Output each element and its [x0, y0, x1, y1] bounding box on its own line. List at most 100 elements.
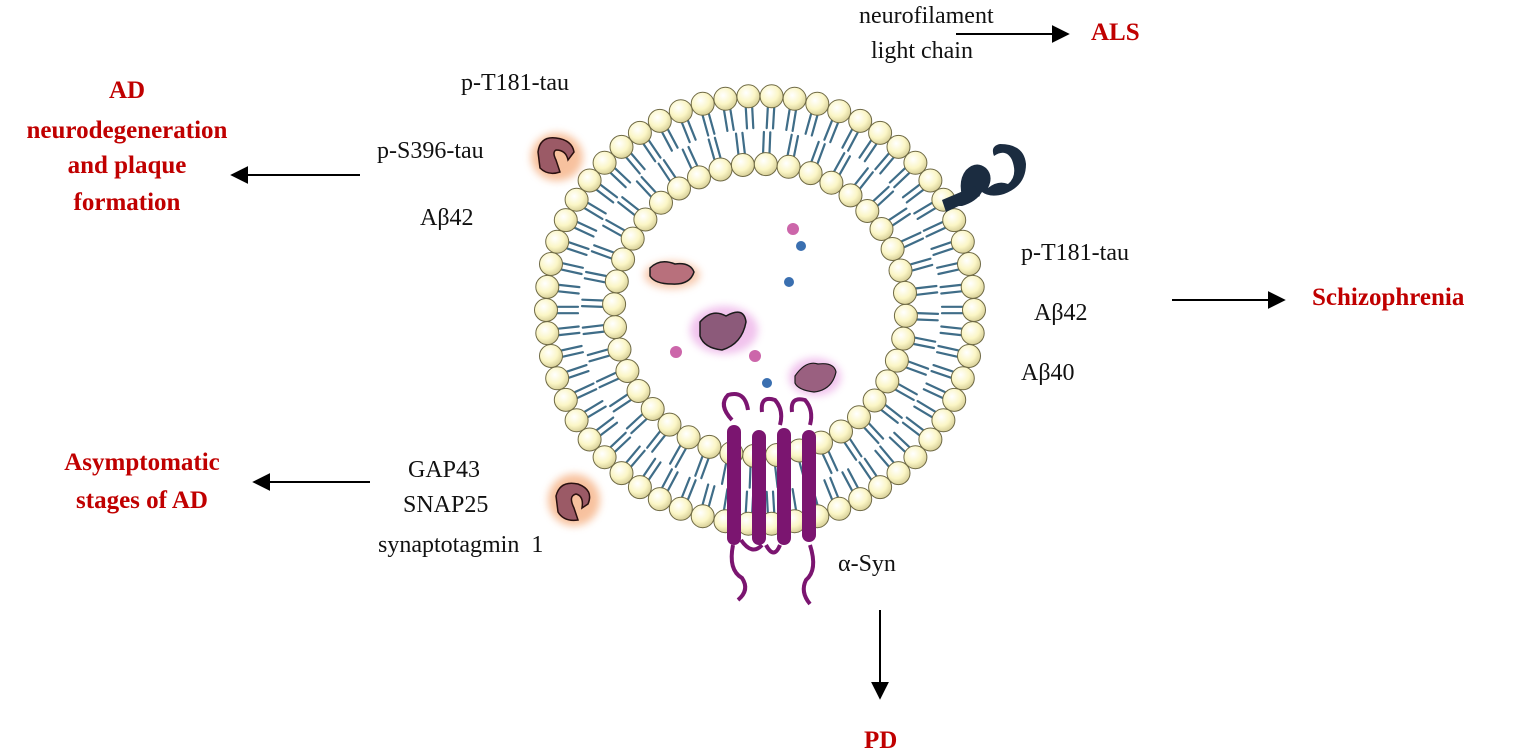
lipid-head: [827, 99, 852, 124]
lipid-tail: [583, 400, 607, 419]
lipid-head: [886, 461, 911, 486]
lipid-tail: [609, 431, 632, 453]
lipid-tail: [590, 244, 615, 260]
lipid-tail: [909, 257, 934, 272]
lipid-tail: [786, 133, 800, 158]
lipid-head: [553, 387, 578, 412]
lipid-head: [855, 199, 880, 223]
label-abeta40-right: Aβ40: [1021, 360, 1075, 386]
lipid-tail: [681, 119, 697, 144]
lipid-tail: [642, 457, 662, 481]
molecule-icon: [762, 378, 772, 388]
lipid-tail: [661, 128, 679, 152]
label-neurofilament-line1: neurofilament: [859, 3, 994, 29]
lipid-head: [668, 99, 693, 124]
lipid-head: [875, 369, 900, 394]
molecule-icon: [796, 241, 806, 251]
lipid-tail: [936, 344, 960, 358]
lipid-head: [848, 108, 873, 133]
lipid-head: [687, 165, 711, 190]
lipid-head: [640, 397, 665, 421]
lipid-tail: [635, 175, 657, 198]
lipid-tail: [583, 201, 607, 220]
lipid-tail: [573, 382, 598, 399]
disease-asymptomatic-line2: stages of AD: [76, 487, 208, 514]
lipid-head: [862, 388, 887, 413]
label-gap43: GAP43: [408, 457, 480, 483]
lipid-tail: [625, 413, 648, 435]
lipid-head: [884, 348, 909, 373]
lipid-tail: [939, 283, 963, 295]
lipid-head: [847, 405, 871, 430]
lipid-head: [957, 344, 981, 368]
lipid-head: [657, 412, 682, 437]
lipid-tail: [912, 336, 937, 350]
lipid-head: [611, 247, 636, 272]
lipid-tail: [765, 490, 776, 514]
lipid-tail: [888, 431, 911, 453]
lipid-head: [880, 237, 905, 261]
lipid-tail: [843, 438, 863, 461]
lipid-head: [713, 86, 738, 111]
lipid-tail: [701, 112, 716, 137]
lipid-tail: [894, 383, 918, 401]
lipid-head: [931, 408, 956, 433]
tau-protein-top-icon: [531, 133, 583, 181]
lipid-tail: [785, 108, 797, 132]
lipid-tail: [625, 445, 646, 468]
lipid-head: [918, 427, 943, 452]
lipid-head: [708, 157, 733, 182]
lipid-head: [868, 120, 893, 145]
lipid-head: [620, 226, 645, 251]
lipid-tail: [901, 183, 925, 204]
lipid-tail: [694, 455, 710, 480]
lipid-head: [545, 366, 570, 391]
lipid-tail: [913, 400, 937, 419]
molecule-icon: [784, 277, 794, 287]
lipid-head: [539, 252, 563, 276]
lipid-tail: [734, 131, 746, 156]
lipid-head: [848, 487, 873, 512]
lipid-heads: [534, 84, 986, 536]
lipid-head: [753, 152, 778, 177]
lipid-tail: [804, 112, 819, 137]
lipid-tail: [858, 139, 878, 163]
lipid-head: [942, 208, 967, 233]
lipid-head: [667, 176, 691, 201]
vesicle-cargo: [644, 223, 841, 396]
lipid-tail: [922, 221, 947, 238]
lipid-head: [647, 487, 672, 512]
neurofilament-protein-icon: [942, 144, 1026, 212]
lipid-head: [838, 183, 863, 208]
disease-als: ALS: [1091, 19, 1140, 46]
lipid-head: [697, 434, 722, 459]
lipid-head: [592, 445, 617, 470]
label-p-s396-tau: p-S396-tau: [377, 138, 484, 164]
lipid-tail: [573, 221, 598, 238]
lipid-head: [918, 168, 943, 193]
lipid-tail: [560, 344, 584, 358]
disease-schizophrenia: Schizophrenia: [1312, 284, 1465, 311]
lipid-head: [759, 84, 784, 109]
lipid-head: [893, 303, 918, 328]
lipid-tail: [913, 201, 937, 220]
lipid-head: [690, 504, 715, 529]
lipid-head: [609, 461, 634, 486]
tau-protein-bottom-icon: [548, 474, 600, 526]
lipid-tail: [609, 167, 632, 189]
lipid-tail: [888, 167, 911, 189]
lipid-head: [868, 475, 893, 500]
lipid-head: [564, 187, 589, 212]
lipid-head: [535, 321, 560, 346]
label-p-t181-tau-top: p-T181-tau: [461, 70, 569, 96]
lipid-head: [615, 359, 640, 383]
lipid-tails: [556, 106, 964, 514]
lipid-head: [903, 150, 928, 175]
lipid-head: [962, 298, 986, 322]
lipid-head: [942, 387, 967, 412]
lipid-head: [893, 280, 917, 305]
label-neurofilament-line2: light chain: [871, 38, 973, 64]
lipid-head: [604, 269, 629, 294]
lipid-tail: [823, 476, 839, 501]
